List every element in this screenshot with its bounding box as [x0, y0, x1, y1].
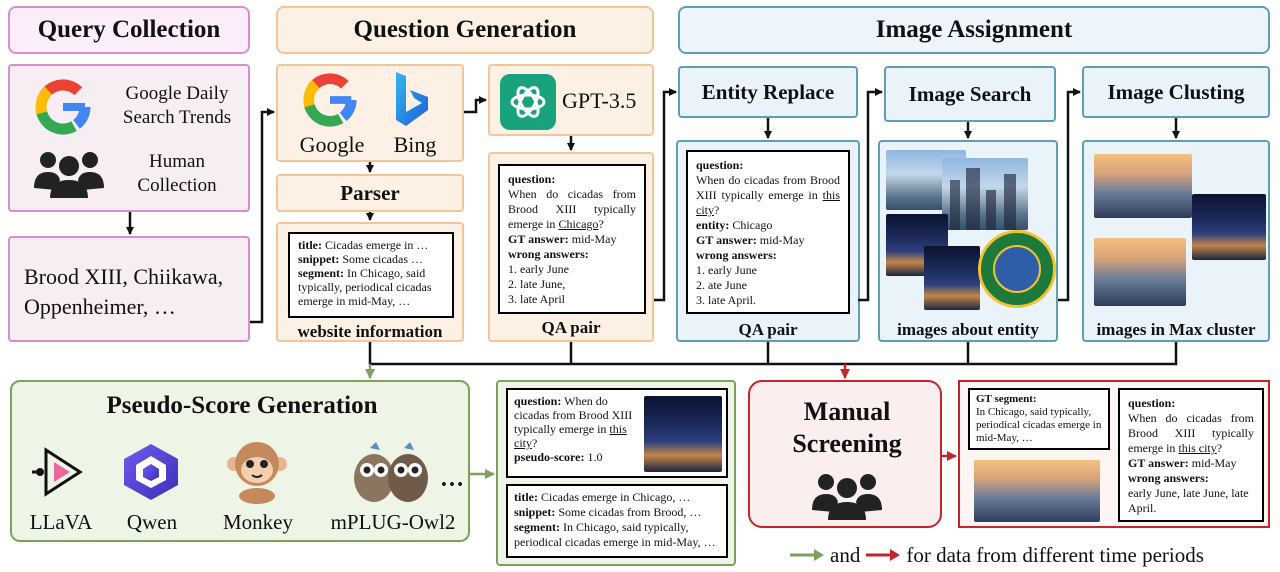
chicago-photo-4 — [924, 246, 980, 310]
manual-screening-box: Manual Screening — [748, 380, 942, 528]
green-arrow-icon — [790, 549, 824, 561]
cluster-photo-2 — [1192, 194, 1266, 260]
legend-text: for data from different time periods — [906, 542, 1204, 567]
people-group-icon — [34, 152, 104, 198]
parser-box: Parser — [276, 174, 464, 212]
google-label: Google — [299, 132, 365, 157]
bing-icon — [396, 72, 428, 126]
llava-label: LLaVA — [29, 510, 93, 534]
mplug-label: mPLUG-Owl2 — [330, 510, 456, 534]
gt-segment-card: GT segment: In Chicago, said typically, … — [968, 388, 1110, 450]
image-clusting-box: Image Clusting — [1082, 66, 1270, 118]
pseudo-question-card: question: When do cicadas from Brood XII… — [506, 388, 728, 478]
bing-label: Bing — [393, 132, 437, 157]
question-generation-header: Question Generation — [276, 6, 654, 54]
entity-replace-box: Entity Replace — [678, 66, 858, 118]
image-search-label: Image Search — [908, 81, 1032, 106]
image-cluster-box: images in Max cluster — [1082, 140, 1270, 342]
red-arrow-icon — [866, 549, 901, 561]
chicago-seal-icon — [978, 230, 1056, 308]
pseudo-score-title: Pseudo-Score Generation — [106, 392, 378, 419]
chicago-photo-2 — [942, 158, 1028, 230]
final-output-box: GT segment: In Chicago, said typically, … — [958, 380, 1270, 528]
query-collection-header: Query Collection — [8, 6, 250, 54]
gpt-label: GPT-3.5 — [562, 88, 637, 113]
final-qa-card: question: When do cicadas from Brood XII… — [1118, 388, 1264, 522]
image-assignment-title: Image Assignment — [875, 16, 1073, 43]
cluster-photo-1 — [1094, 154, 1192, 218]
image-search-box: Image Search — [884, 66, 1056, 122]
more-models-ellipsis: … — [440, 466, 464, 492]
google-logo-icon — [35, 79, 91, 135]
images-max-cluster-caption: images in Max cluster — [1096, 320, 1256, 339]
entity-qa-caption: QA pair — [738, 320, 798, 339]
pseudo-cards-box: question: When do cicadas from Brood XII… — [496, 380, 736, 566]
images-about-entity-caption: images about entity — [897, 320, 1039, 339]
entity-qa-card: question: When do cicadas from Brood XII… — [686, 150, 850, 314]
image-clusting-label: Image Clusting — [1107, 79, 1245, 104]
pseudo-website-card: title: Cicadas emerge in Chicago, … snip… — [506, 484, 728, 558]
website-info-box: title: Cicadas emerge in … snippet: Some… — [276, 222, 464, 342]
pseudo-score-box: Pseudo-Score Generation LLaVA Qwen Monke… — [10, 380, 470, 542]
google-icon — [303, 73, 357, 127]
google-trends-label: Google Daily Search Trends — [122, 83, 232, 128]
monkey-icon — [227, 442, 287, 504]
query-examples-box: Brood XIII, Chiikawa, Oppenheimer, … — [8, 236, 250, 342]
qa-pair-caption: QA pair — [541, 318, 601, 337]
entity-qa-box: question: When do cicadas from Brood XII… — [676, 140, 860, 342]
query-examples-line2: Oppenheimer, … — [24, 294, 176, 319]
parser-label: Parser — [340, 180, 400, 205]
qwen-icon — [124, 444, 178, 500]
image-assignment-header: Image Assignment — [678, 6, 1270, 54]
human-collection-label: Human Collection — [137, 151, 217, 196]
query-sources-box: Google Daily Search Trends Human Collect… — [8, 64, 250, 212]
search-engines-box: Google Bing — [276, 64, 464, 162]
gpt-box: GPT-3.5 — [488, 64, 654, 136]
final-photo — [974, 460, 1100, 522]
legend-and: and — [830, 542, 861, 567]
query-collection-title: Query Collection — [37, 16, 221, 43]
legend: and for data from different time periods — [790, 542, 1270, 568]
image-search-results-box: images about entity — [878, 140, 1058, 342]
cluster-photo-3 — [1094, 238, 1186, 306]
query-examples-line1: Brood XIII, Chiikawa, — [24, 264, 224, 289]
owl-icon — [354, 442, 428, 502]
reviewers-group-icon — [812, 474, 882, 520]
llava-icon — [32, 447, 83, 497]
qa-pair-box: question: When do cicadas from Brood XII… — [488, 152, 654, 342]
qwen-label: Qwen — [126, 510, 178, 534]
entity-replace-label: Entity Replace — [701, 79, 835, 104]
website-info-caption: website information — [297, 322, 443, 341]
monkey-label: Monkey — [223, 510, 293, 534]
question-generation-title: Question Generation — [353, 16, 577, 43]
manual-screening-title: Manual Screening — [792, 397, 902, 458]
pseudo-card-photo — [644, 396, 722, 472]
website-info-card: title: Cicadas emerge in … snippet: Some… — [288, 232, 454, 318]
openai-icon — [500, 74, 556, 130]
qa-pair-card: question: When do cicadas from Brood XII… — [498, 164, 646, 314]
